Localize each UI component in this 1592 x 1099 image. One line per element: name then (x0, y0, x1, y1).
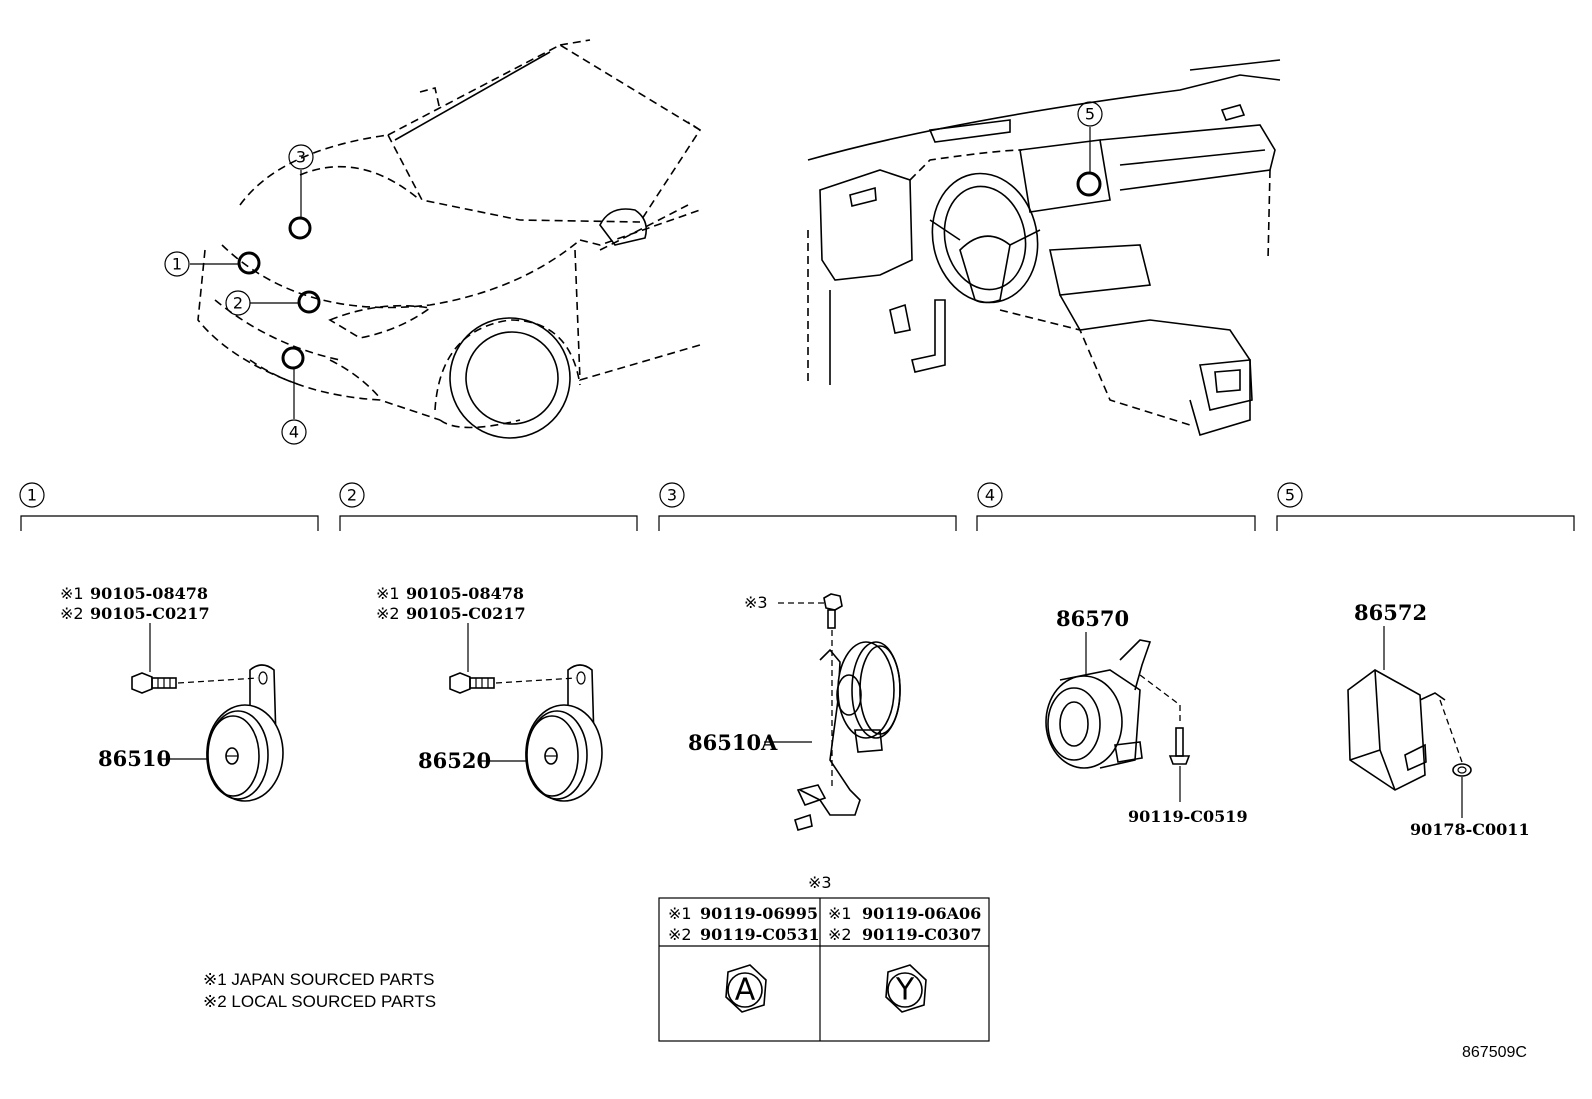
horn-86520-illustration (525, 664, 603, 802)
svg-text:5: 5 (1285, 486, 1295, 505)
svg-text:2: 2 (233, 294, 243, 313)
section-header-4: 4 (976, 482, 1256, 531)
part-label-86570: 86570 (1056, 606, 1129, 631)
bolt-table-column-y: ※1 90119-06A06 ※2 90119-C0307 Y (828, 904, 982, 1013)
figure-code: 867509C (1462, 1044, 1527, 1061)
section-header-3: 3 (658, 482, 957, 531)
section-header-5: 5 (1276, 482, 1575, 531)
svg-text:90119-06A06: 90119-06A06 (862, 904, 981, 923)
svg-text:1: 1 (27, 486, 37, 505)
note-japan-sourced: ※1 JAPAN SOURCED PARTS (203, 970, 435, 989)
bolt-head-letter-a: A (735, 973, 756, 1008)
part-label-86520: 86520 (418, 748, 491, 773)
svg-text:※3: ※3 (744, 593, 768, 612)
callout-marker-2: 2 (225, 290, 321, 316)
bolt-table-column-a: ※1 90119-06995 ※2 90119-C0531 A (668, 904, 820, 1013)
part-90119-C0519-screw (1168, 727, 1191, 802)
part-label-86510A: 86510A (688, 730, 778, 755)
part-86570-illustration (1045, 639, 1181, 769)
svg-text:※1: ※1 (60, 584, 84, 603)
horn-86510A-illustration (794, 641, 901, 831)
part-label-90119-C0519: 90119-C0519 (1128, 807, 1248, 826)
svg-text:90119-C0307: 90119-C0307 (862, 925, 982, 944)
section-1-fastener-labels: ※1 90105-08478 ※2 90105-C0217 (60, 584, 210, 623)
svg-text:90105-C0217: 90105-C0217 (90, 604, 210, 623)
section-header-2: 2 (339, 482, 638, 531)
car-exterior-illustration (197, 39, 702, 439)
svg-text:※1: ※1 (828, 904, 852, 923)
svg-text:3: 3 (296, 148, 306, 167)
callout-marker-1: 1 (164, 251, 261, 277)
svg-text:90119-06995: 90119-06995 (700, 904, 818, 923)
svg-text:90105-08478: 90105-08478 (406, 584, 524, 603)
bolt-head-letter-y: Y (895, 973, 915, 1008)
part-90178-C0011-nut (1452, 763, 1472, 818)
bolt-table-title: ※3 (808, 873, 832, 892)
part-label-86510: 86510 (98, 746, 171, 771)
note-local-sourced: ※2 LOCAL SOURCED PARTS (203, 992, 436, 1011)
svg-text:5: 5 (1085, 105, 1095, 124)
callout-marker-5: 5 (1076, 101, 1103, 197)
callout-marker-3: 3 (288, 144, 314, 240)
horn-86510-illustration (206, 664, 284, 802)
svg-text:※1: ※1 (668, 904, 692, 923)
svg-text:90105-08478: 90105-08478 (90, 584, 208, 603)
svg-text:※2: ※2 (828, 925, 852, 944)
svg-text:4: 4 (289, 423, 299, 442)
svg-text:1: 1 (172, 255, 182, 274)
svg-text:90105-C0217: 90105-C0217 (406, 604, 526, 623)
svg-text:※2: ※2 (668, 925, 692, 944)
part-label-90178-C0011: 90178-C0011 (1410, 820, 1530, 839)
section-2-fastener-labels: ※1 90105-08478 ※2 90105-C0217 (376, 584, 526, 623)
svg-text:※1: ※1 (376, 584, 400, 603)
section-1-bolt (131, 672, 259, 694)
svg-text:3: 3 (667, 486, 677, 505)
part-86572-illustration (1347, 669, 1463, 791)
part-label-86572: 86572 (1354, 600, 1427, 625)
svg-text:※2: ※2 (376, 604, 400, 623)
svg-text:2: 2 (347, 486, 357, 505)
callout-marker-4: 4 (281, 346, 307, 445)
svg-text:4: 4 (985, 486, 995, 505)
section-header-1: 1 (19, 482, 319, 531)
svg-text:※2: ※2 (60, 604, 84, 623)
dashboard-interior-illustration (807, 59, 1281, 436)
section-3-bolt: ※3 (744, 593, 843, 790)
svg-text:90119-C0531: 90119-C0531 (700, 925, 820, 944)
section-2-bolt (449, 672, 577, 694)
bolt-table (658, 897, 990, 1042)
